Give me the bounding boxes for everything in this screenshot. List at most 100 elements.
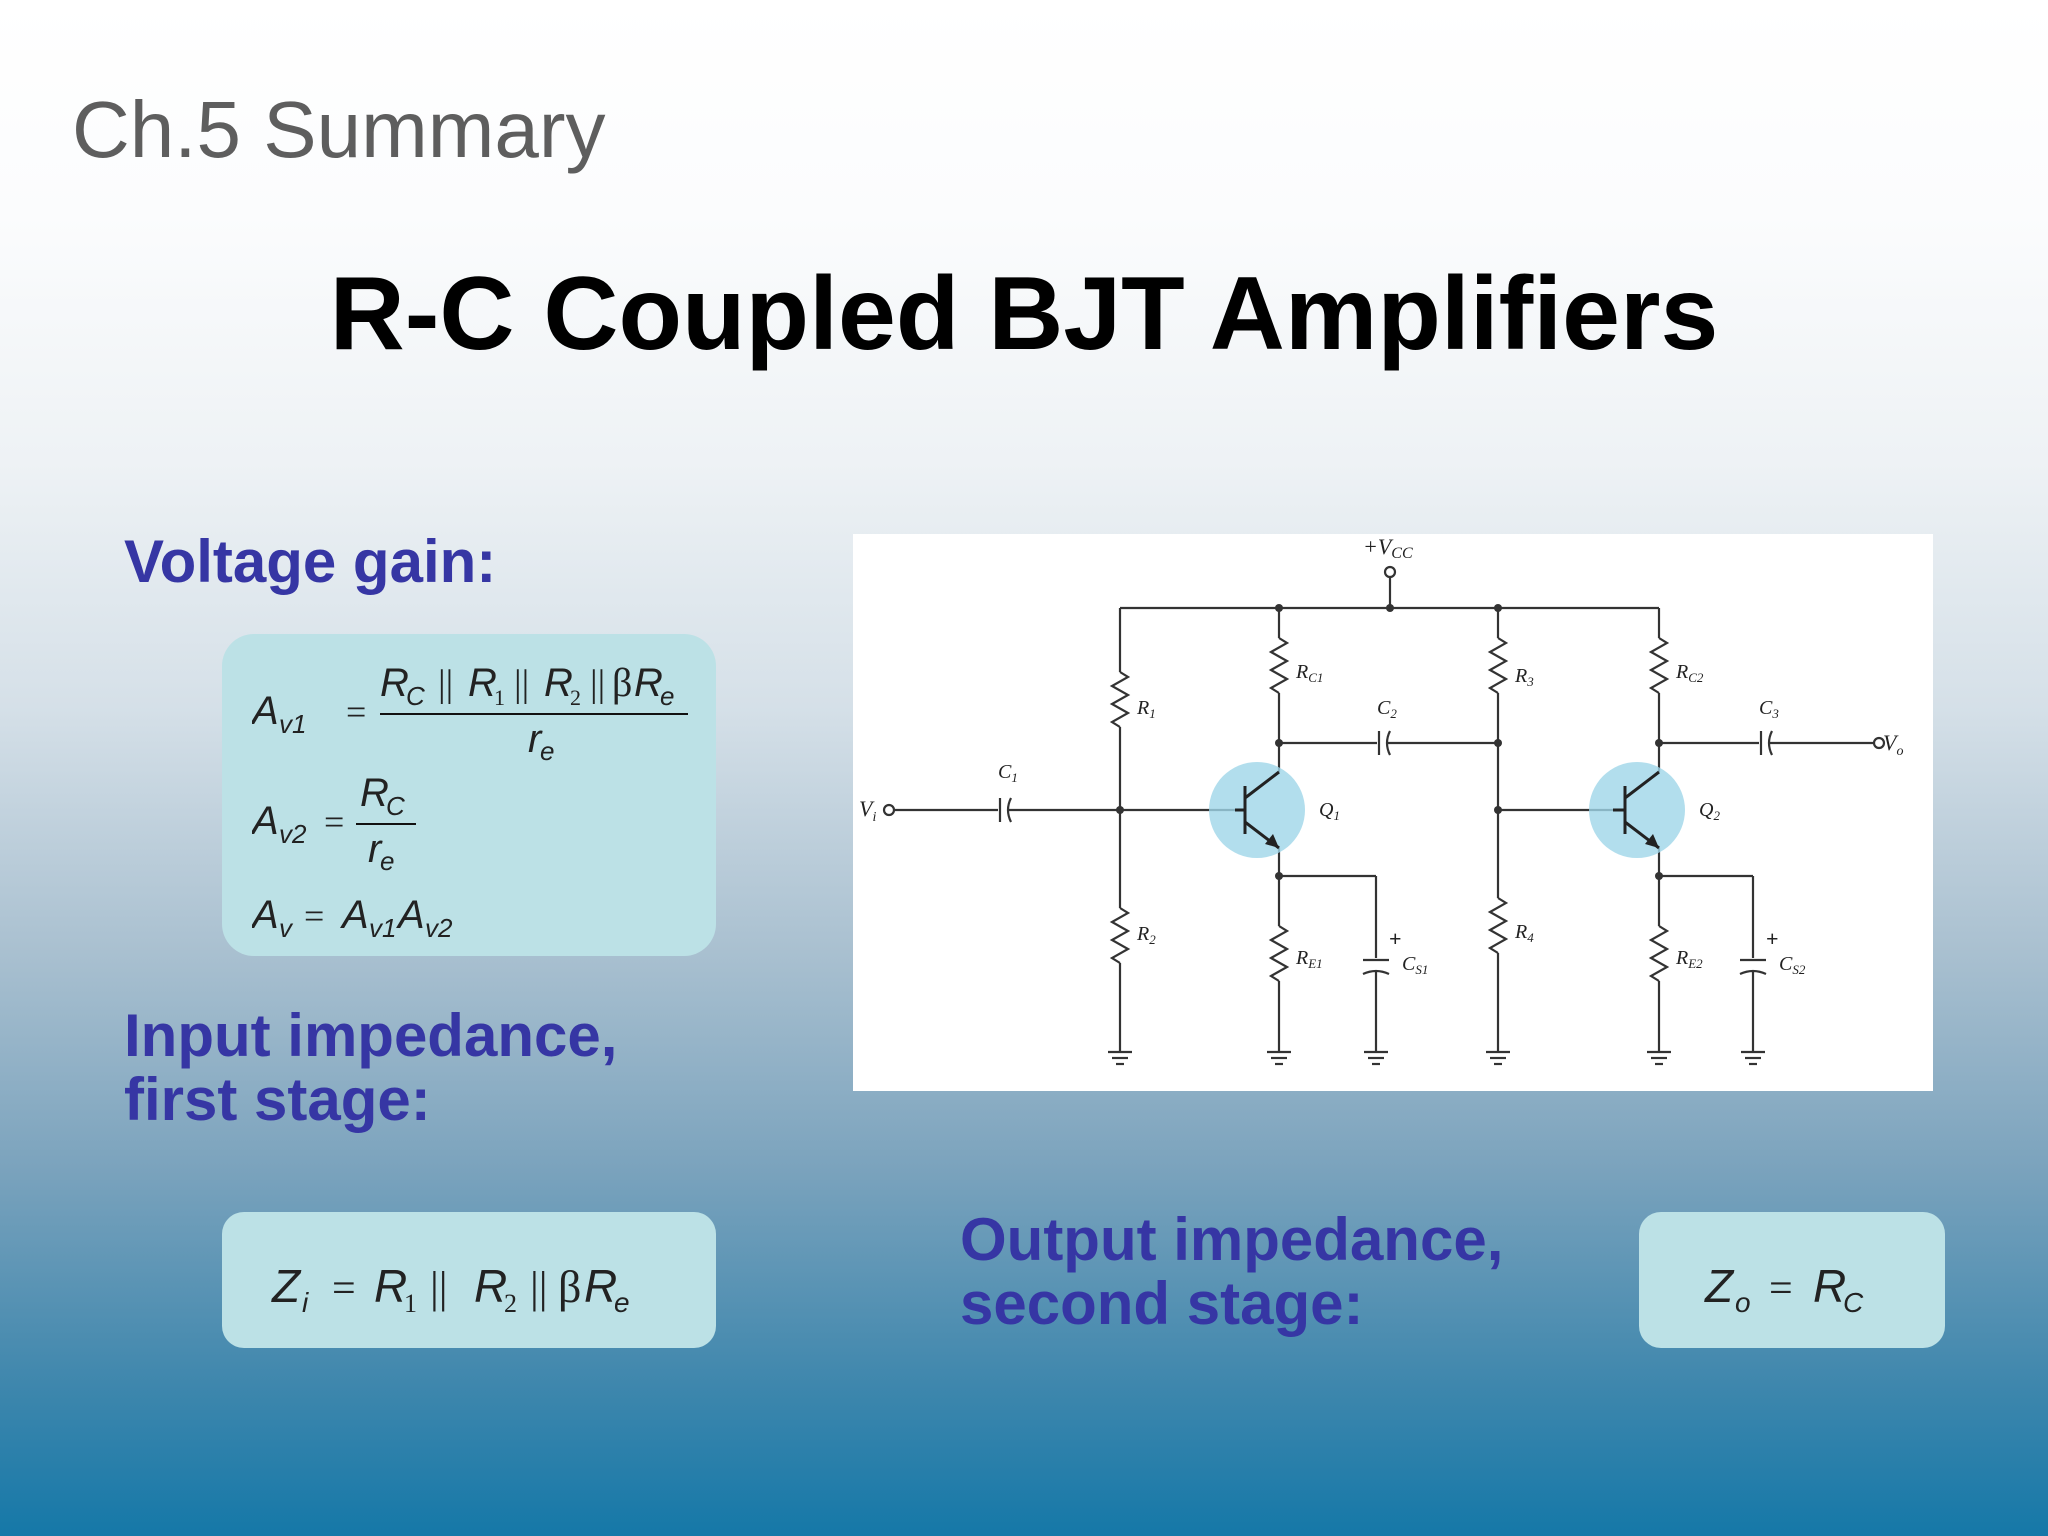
svg-text:v1: v1 [369, 913, 396, 943]
zi-formula-graphic: Z i = R 1 || R 2 || β R e [271, 1260, 630, 1318]
svg-text:2: 2 [504, 1289, 517, 1318]
r4-resistor [1487, 897, 1509, 954]
re1-resistor [1268, 925, 1290, 982]
slide-title: R-C Coupled BJT Amplifiers [329, 256, 1719, 372]
r3-label: R3 [1514, 665, 1534, 689]
q1-label: Q1 [1319, 799, 1340, 823]
svg-text:R: R [1813, 1260, 1846, 1312]
svg-text:2: 2 [570, 685, 581, 710]
svg-text:r: r [528, 717, 543, 761]
svg-text:R: R [374, 1260, 407, 1312]
voltage-gain-box: A v1 = R C || R 1 || R 2 || β R e r e A … [222, 634, 716, 956]
r1-label: R1 [1136, 697, 1156, 721]
r1-resistor [1109, 671, 1131, 728]
svg-text:C: C [406, 681, 425, 711]
re2-resistor [1648, 925, 1670, 982]
input-impedance-box: Z i = R 1 || R 2 || β R e [222, 1212, 716, 1348]
svg-text:||: || [530, 1263, 548, 1312]
re2-label: RE2 [1675, 947, 1703, 971]
av1-formula-graphic: A v1 = R C || R 1 || R 2 || β R e r e [250, 660, 688, 766]
chapter-label: Ch.5 Summary [72, 85, 606, 174]
cs1-label: CS1 [1402, 953, 1428, 977]
rc1-label: RC1 [1295, 661, 1323, 685]
av-equation: A v = A v1 A v2 [250, 884, 552, 944]
svg-text:i: i [302, 1287, 309, 1318]
output-impedance-label-line2: second stage: [960, 1270, 1364, 1337]
svg-text:A: A [396, 893, 425, 937]
rc2-label: RC2 [1675, 661, 1704, 685]
svg-text:Z: Z [1704, 1260, 1735, 1312]
svg-text:1: 1 [494, 685, 505, 710]
svg-text:R: R [468, 661, 497, 705]
svg-text:R: R [380, 661, 409, 705]
circuit-diagram-panel: +VCC Vi Vo R1 R2 R3 R4 RC1 RC2 RE1 RE2 C… [853, 534, 1933, 1091]
svg-text:||: || [438, 663, 453, 705]
vi-label: Vi [859, 796, 876, 825]
svg-text:r: r [368, 827, 383, 871]
cs1-plus-sign: + [1389, 926, 1402, 951]
r3-resistor [1487, 637, 1509, 694]
vo-label: Vo [1883, 730, 1903, 759]
svg-text:R: R [634, 661, 663, 705]
re1-label: RE1 [1295, 947, 1323, 971]
output-impedance-label-line1: Output impedance, [960, 1206, 1504, 1273]
zo-formula-graphic: Z o = R C [1704, 1260, 1864, 1318]
vcc-label: +VCC [1363, 534, 1413, 562]
svg-text:A: A [340, 893, 369, 937]
svg-text:=: = [324, 802, 344, 842]
av2-formula-graphic: A v2 = R C r e [250, 771, 416, 876]
svg-text:||: || [430, 1263, 448, 1312]
svg-text:R: R [584, 1260, 617, 1312]
av1-equation: A v1 = R C || R 1 || R 2 || β R e r e [250, 652, 712, 766]
svg-text:R: R [544, 661, 573, 705]
svg-text:v: v [279, 913, 294, 943]
svg-text:1: 1 [404, 1289, 417, 1318]
svg-text:A: A [252, 893, 279, 937]
av2-equation: A v2 = R C r e [250, 768, 452, 878]
svg-text:v2: v2 [279, 819, 307, 849]
rc1-resistor [1268, 637, 1290, 694]
vcc-terminal [1383, 565, 1397, 579]
svg-text:e: e [614, 1287, 630, 1318]
svg-text:=: = [332, 1266, 356, 1312]
svg-text:v2: v2 [425, 913, 453, 943]
output-impedance-label: Output impedance, second stage: [960, 1208, 1503, 1336]
svg-text:=: = [304, 896, 324, 936]
svg-text:=: = [346, 692, 366, 732]
svg-text:=: = [1769, 1266, 1793, 1312]
input-impedance-label-line1: Input impedance, [124, 1002, 618, 1069]
c2-label: C2 [1377, 697, 1397, 721]
q2-label: Q2 [1699, 799, 1720, 823]
av-formula-graphic: A v = A v1 A v2 [250, 893, 453, 943]
c1-label: C1 [998, 761, 1018, 785]
input-impedance-label: Input impedance, first stage: [124, 1004, 617, 1132]
rc2-resistor [1648, 637, 1670, 694]
q1-transistor [1209, 762, 1305, 858]
svg-text:o: o [1735, 1287, 1751, 1318]
svg-text:Z: Z [271, 1260, 302, 1312]
cs2-plus-sign: + [1766, 926, 1779, 951]
input-impedance-label-line2: first stage: [124, 1066, 431, 1133]
c3-label: C3 [1759, 697, 1779, 721]
svg-text:R: R [360, 771, 389, 815]
output-impedance-box: Z o = R C [1639, 1212, 1945, 1348]
svg-text:C: C [386, 791, 405, 821]
rc-coupled-amplifier-circuit: +VCC Vi Vo R1 R2 R3 R4 RC1 RC2 RE1 RE2 C… [859, 534, 1903, 1066]
q2-transistor [1589, 762, 1685, 858]
svg-text:e: e [660, 681, 674, 711]
svg-text:C: C [1843, 1287, 1864, 1318]
svg-text:||: || [590, 663, 605, 705]
svg-text:e: e [380, 846, 394, 876]
svg-text:β: β [558, 1261, 581, 1312]
svg-text:β: β [612, 660, 632, 705]
r2-label: R2 [1136, 923, 1156, 947]
svg-text:v1: v1 [279, 709, 306, 739]
svg-text:e: e [540, 736, 554, 762]
svg-text:A: A [252, 799, 279, 843]
svg-text:R: R [474, 1260, 507, 1312]
r2-resistor [1109, 907, 1131, 964]
cs2-label: CS2 [1779, 953, 1806, 977]
svg-text:A: A [252, 689, 279, 733]
svg-text:||: || [514, 663, 529, 705]
voltage-gain-label: Voltage gain: [124, 528, 497, 595]
